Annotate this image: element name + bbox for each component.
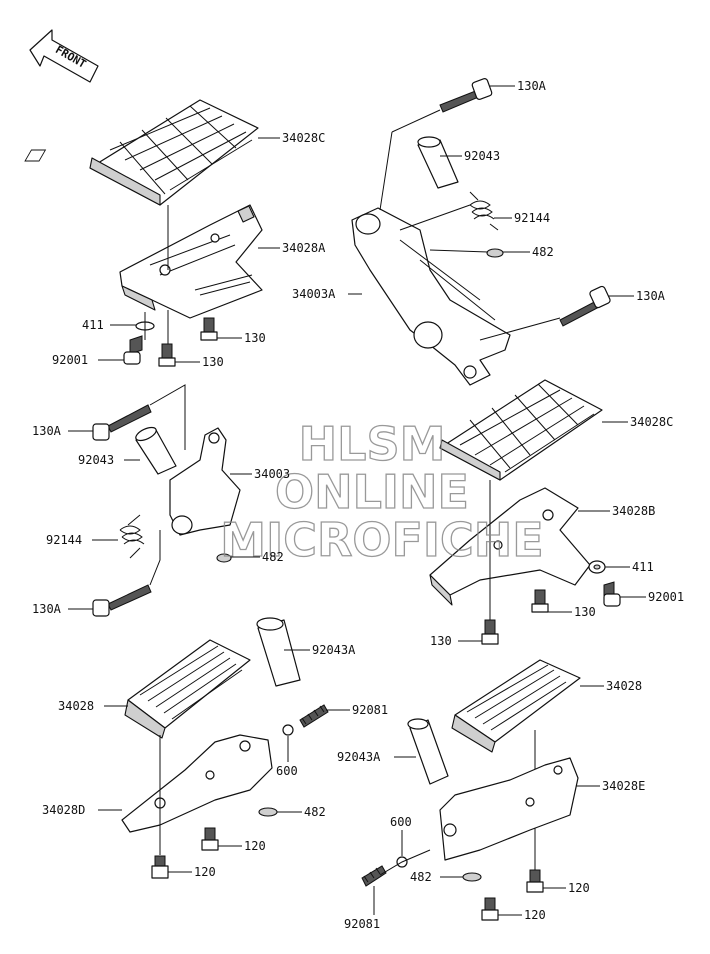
bolt-120-d [481, 897, 499, 921]
front-arrow-icon: FRONT [29, 29, 99, 83]
callout-482-2: 482 [262, 550, 284, 564]
step-bracket-34028b [429, 487, 591, 606]
callout-130a-3: 130A [32, 424, 62, 438]
callout-34003a: 34003A [292, 287, 336, 301]
bolt-130a-left-lower [92, 584, 152, 617]
callout-130-2: 130 [202, 355, 224, 369]
spring-92081-a [299, 704, 329, 728]
bolt-130a-top [439, 78, 493, 113]
spring-92081-b [361, 865, 387, 887]
callout-600-1: 600 [276, 764, 298, 778]
callout-411-2: 411 [632, 560, 654, 574]
step-holder-34003 [169, 427, 241, 536]
leader [379, 849, 431, 876]
bolt-92001-b [603, 581, 621, 607]
callout-92043-1: 92043 [464, 149, 500, 163]
callout-130-1: 130 [244, 331, 266, 345]
watermark-line2: ONLINE [275, 465, 469, 519]
callout-120-2: 120 [194, 865, 216, 879]
callout-482-4: 482 [410, 870, 432, 884]
callout-92081-1: 92081 [352, 703, 388, 717]
callout-130a-2: 130A [636, 289, 666, 303]
callout-600-2: 600 [390, 815, 412, 829]
step-bracket-34028a [119, 204, 263, 319]
footrest-rubber-34028c-left [24, 99, 259, 206]
bolt-120-a [201, 827, 219, 851]
callouts: 130A 34028C 92043 92144 34028A 482 34003… [32, 79, 684, 931]
callout-92144-1: 92144 [514, 211, 550, 225]
pivot-pin-92043-a [417, 136, 459, 189]
watermark-line3: MICROFICHE [220, 513, 543, 567]
callout-34028-1: 34028 [58, 699, 94, 713]
callout-120-3: 120 [568, 881, 590, 895]
watermark-line1: HLSM [299, 417, 446, 471]
callout-92043a-1: 92043A [312, 643, 356, 657]
ball-482-b [216, 553, 232, 563]
leader [379, 109, 561, 341]
callout-482-3: 482 [304, 805, 326, 819]
step-bracket-34028e [439, 757, 579, 861]
footrest-rubber-34028c-right [439, 379, 603, 481]
callout-34003: 34003 [254, 467, 290, 481]
callout-92043a-2: 92043A [337, 750, 381, 764]
bolt-120-b [151, 855, 169, 879]
pivot-pin-92043a-b [407, 718, 449, 785]
bolt-130-d [481, 619, 499, 645]
leader [149, 384, 186, 586]
footrest-rubber-34028-right [451, 659, 581, 753]
callout-92001-1: 92001 [52, 353, 88, 367]
callout-482-1: 482 [532, 245, 554, 259]
bolt-130-b [158, 343, 176, 367]
callout-130-4: 130 [430, 634, 452, 648]
callout-130a-1: 130A [517, 79, 547, 93]
bolt-130a-mid [559, 285, 611, 327]
pivot-pin-92043a-a [256, 617, 301, 687]
callout-92081-2: 92081 [344, 917, 380, 931]
bolt-120-c [526, 869, 544, 893]
ball-482-a [486, 248, 504, 258]
callout-92043-2: 92043 [78, 453, 114, 467]
ball-600-a [282, 724, 294, 736]
callout-411-1: 411 [82, 318, 104, 332]
callout-130a-4: 130A [32, 602, 62, 616]
callout-34028c-2: 34028C [630, 415, 673, 429]
bolt-130-c [531, 589, 549, 613]
bolt-92001-a [123, 335, 143, 365]
step-bracket-34028d [121, 734, 273, 833]
callout-34028a: 34028A [282, 241, 326, 255]
callout-34028b: 34028B [612, 504, 655, 518]
ball-482-d [462, 872, 482, 882]
pivot-pin-92043-b [135, 426, 177, 475]
washer-411-b [588, 560, 606, 574]
callout-34028d: 34028D [42, 803, 85, 817]
spring-92144-a [469, 191, 499, 231]
step-holder-34003a [351, 207, 511, 386]
spring-92144-b [119, 514, 145, 559]
callout-34028-2: 34028 [606, 679, 642, 693]
callout-34028e: 34028E [602, 779, 645, 793]
callout-92001-2: 92001 [648, 590, 684, 604]
callout-34028c-1: 34028C [282, 131, 325, 145]
watermark: HLSM ONLINE MICROFICHE [220, 416, 545, 567]
bolt-130-a [200, 317, 218, 341]
callout-120-1: 120 [244, 839, 266, 853]
footrest-rubber-34028-left [124, 639, 251, 739]
callout-120-4: 120 [524, 908, 546, 922]
callout-92144-2: 92144 [46, 533, 82, 547]
ball-482-c [258, 807, 278, 817]
callout-130-3: 130 [574, 605, 596, 619]
bolt-130a-left-upper [92, 404, 152, 441]
